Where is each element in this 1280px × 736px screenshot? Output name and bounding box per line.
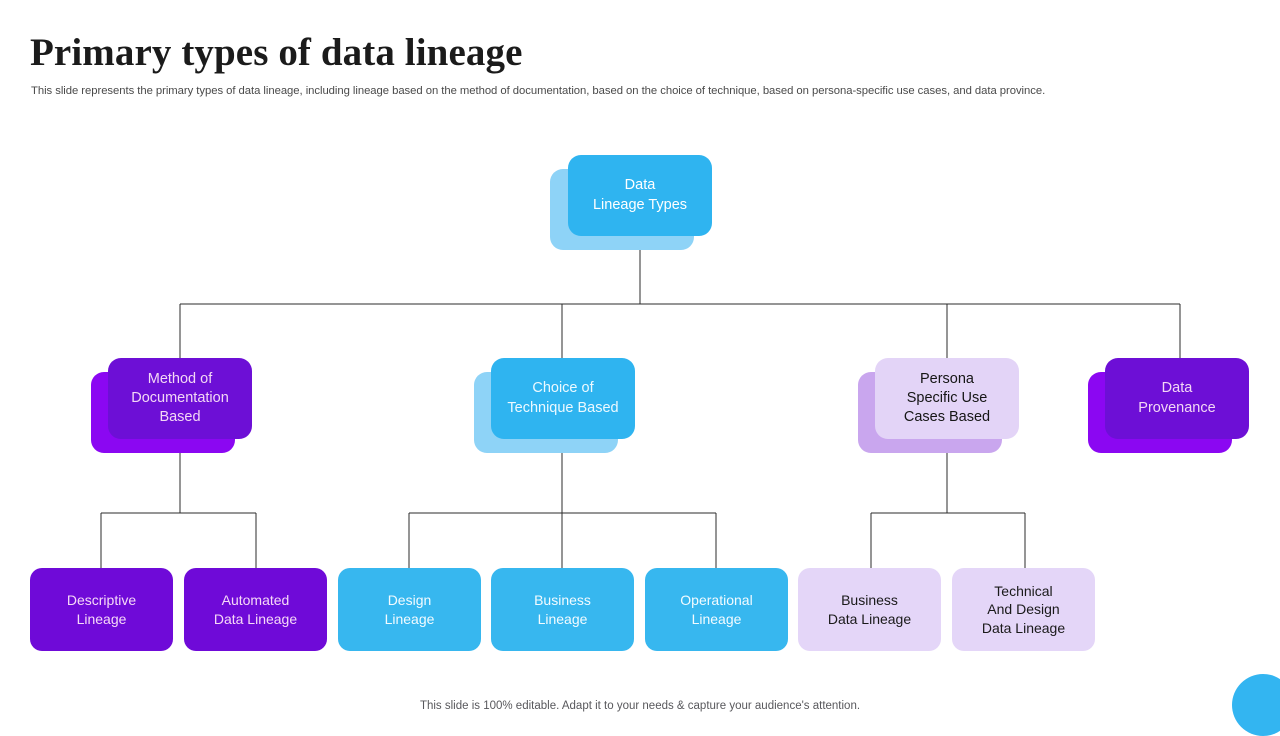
page-subtitle: This slide represents the primary types …: [31, 85, 1046, 97]
root-node-data-lineage-types[interactable]: Data Lineage Types: [568, 155, 712, 236]
branch-node-method-of-documentation-based[interactable]: Method of Documentation Based: [108, 358, 252, 439]
corner-circle-decoration: [1232, 674, 1280, 736]
footer-note: This slide is 100% editable. Adapt it to…: [419, 700, 861, 712]
leaf-node-operational-lineage[interactable]: Operational Lineage: [645, 568, 788, 651]
page-title: Primary types of data lineage: [30, 31, 523, 74]
branch-node-choice-of-technique-based[interactable]: Choice of Technique Based: [491, 358, 635, 439]
branch-node-data-provenance[interactable]: Data Provenance: [1105, 358, 1249, 439]
leaf-node-automated-data-lineage[interactable]: Automated Data Lineage: [184, 568, 327, 651]
leaf-node-technical-and-design-data-lineage[interactable]: Technical And Design Data Lineage: [952, 568, 1095, 651]
branch-node-persona-specific-use-cases-based[interactable]: Persona Specific Use Cases Based: [875, 358, 1019, 439]
leaf-node-business-lineage[interactable]: Business Lineage: [491, 568, 634, 651]
leaf-node-design-lineage[interactable]: Design Lineage: [338, 568, 481, 651]
leaf-node-descriptive-lineage[interactable]: Descriptive Lineage: [30, 568, 173, 651]
leaf-node-business-data-lineage[interactable]: Business Data Lineage: [798, 568, 941, 651]
